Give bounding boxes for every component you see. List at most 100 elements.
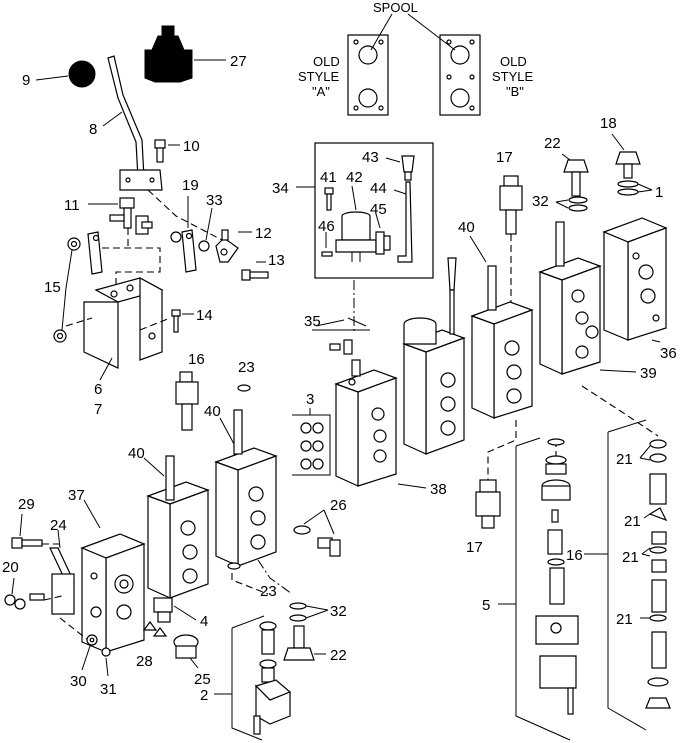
bracket-6 bbox=[83, 276, 164, 369]
callout-34: 34 bbox=[272, 180, 289, 197]
callout-19: 19 bbox=[182, 177, 199, 194]
callout-21-b: 21 bbox=[624, 513, 641, 530]
spool-label: SPOOL bbox=[373, 0, 418, 15]
callout-40-right: 40 bbox=[458, 219, 475, 236]
link-12 bbox=[215, 229, 239, 263]
nut-33 bbox=[170, 231, 210, 252]
callout-12: 12 bbox=[255, 225, 272, 242]
relief-valve-17-bottom bbox=[475, 479, 501, 529]
callout-11: 11 bbox=[64, 197, 80, 214]
o-ring-23-bottom bbox=[227, 562, 241, 570]
callout-25: 25 bbox=[194, 671, 211, 688]
callout-20: 20 bbox=[2, 559, 19, 576]
spool-assembly-2 bbox=[231, 615, 292, 741]
callout-32-bottom: 32 bbox=[330, 603, 347, 620]
callout-29: 29 bbox=[18, 496, 35, 513]
callout-38: 38 bbox=[430, 481, 447, 498]
washer-20 bbox=[4, 593, 45, 610]
valve-section-40-center bbox=[214, 409, 278, 567]
callout-13: 13 bbox=[268, 252, 285, 269]
o-rings-32-bottom bbox=[289, 602, 307, 622]
pin-46 bbox=[321, 251, 333, 257]
callout-40-left: 40 bbox=[128, 445, 145, 462]
old-style-a-line3: "A" bbox=[312, 84, 330, 99]
pivot-pin-11 bbox=[109, 197, 135, 229]
callout-16-left: 16 bbox=[188, 351, 205, 368]
screw-41 bbox=[324, 187, 334, 211]
control-lever-icon bbox=[107, 55, 163, 191]
callout-18: 18 bbox=[600, 115, 617, 132]
o-rings-3 bbox=[292, 414, 331, 476]
old-style-a-line1: OLD bbox=[313, 54, 340, 69]
end-section-37 bbox=[80, 533, 146, 653]
callout-17-bottom: 17 bbox=[466, 539, 483, 556]
bracket-45 bbox=[375, 231, 391, 255]
callout-2: 2 bbox=[200, 687, 208, 704]
bolt-13 bbox=[241, 269, 269, 281]
callout-22-bottom: 22 bbox=[330, 647, 347, 664]
rubber-boot-icon bbox=[144, 25, 193, 83]
spool-assembly-5 bbox=[515, 437, 579, 741]
solenoid-section bbox=[402, 257, 466, 455]
callout-10: 10 bbox=[183, 138, 200, 155]
callout-14: 14 bbox=[196, 307, 213, 324]
o-rings-28 bbox=[142, 621, 168, 637]
valve-section-40-left bbox=[146, 455, 210, 599]
callout-4: 4 bbox=[200, 613, 208, 630]
link-19 bbox=[181, 229, 197, 273]
pin-35 bbox=[312, 317, 370, 355]
callout-9: 9 bbox=[22, 72, 30, 89]
clevis-pin-right bbox=[135, 215, 153, 235]
callout-36: 36 bbox=[660, 345, 677, 362]
callout-33: 33 bbox=[206, 192, 223, 209]
spool-style-a-plate bbox=[347, 34, 389, 116]
old-style-a-line2: STYLE bbox=[298, 69, 340, 84]
callout-5: 5 bbox=[482, 597, 490, 614]
valve-section-38 bbox=[334, 359, 398, 487]
lever-44 bbox=[397, 181, 413, 263]
callout-27: 27 bbox=[230, 53, 247, 70]
bolt-29 bbox=[11, 537, 43, 549]
callout-1: 1 bbox=[655, 184, 663, 201]
detent-assembly-16 bbox=[581, 385, 671, 731]
callout-45: 45 bbox=[370, 201, 387, 218]
callout-21-d: 21 bbox=[616, 611, 633, 628]
callout-22-top: 22 bbox=[544, 135, 561, 152]
plug-22-bottom bbox=[283, 625, 315, 661]
knob-ball-icon bbox=[68, 60, 96, 88]
end-section-36 bbox=[602, 217, 668, 341]
callout-32-top: 32 bbox=[532, 193, 549, 210]
callout-31: 31 bbox=[100, 681, 117, 698]
old-style-b-line3: "B" bbox=[506, 84, 524, 99]
callout-46: 46 bbox=[318, 218, 335, 235]
callout-30: 30 bbox=[70, 673, 87, 690]
callout-21-a: 21 bbox=[616, 451, 633, 468]
relief-valve-17-top bbox=[499, 175, 523, 235]
old-style-b-line1: OLD bbox=[500, 54, 527, 69]
callout-44: 44 bbox=[370, 180, 387, 197]
callout-6: 6 bbox=[94, 381, 102, 398]
callout-26: 26 bbox=[330, 497, 347, 514]
washer-30 bbox=[86, 634, 98, 646]
callout-43: 43 bbox=[362, 149, 379, 166]
callout-17-top: 17 bbox=[496, 149, 513, 166]
valve-section-39 bbox=[538, 221, 602, 375]
link-left bbox=[87, 231, 103, 275]
relief-valve-16 bbox=[175, 371, 199, 431]
callout-23-top: 23 bbox=[238, 359, 255, 376]
fitting-4 bbox=[153, 597, 173, 623]
plug-22-top bbox=[563, 159, 589, 197]
callout-40-center: 40 bbox=[204, 403, 221, 420]
callout-3: 3 bbox=[306, 391, 314, 408]
callout-23-bottom: 23 bbox=[260, 583, 277, 600]
callout-21-c: 21 bbox=[622, 549, 639, 566]
nut-15 bbox=[53, 237, 81, 343]
fitting-25 bbox=[173, 634, 199, 659]
o-ring-23-top bbox=[237, 384, 251, 392]
cap-screw-10 bbox=[154, 139, 166, 163]
old-style-b-line2: STYLE bbox=[492, 69, 534, 84]
relief-18 bbox=[615, 151, 641, 196]
callout-16-right: 16 bbox=[566, 547, 583, 564]
o-rings-32-top bbox=[568, 196, 588, 212]
